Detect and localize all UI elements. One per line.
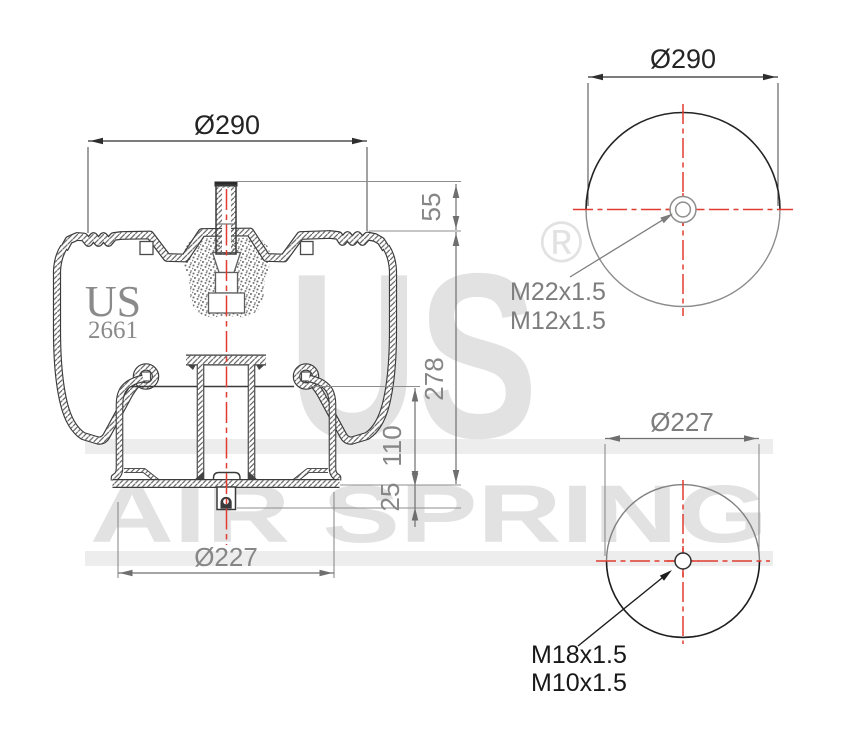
dim-label-bottom-view-diameter: Ø227 <box>650 407 714 437</box>
top-view-circle-lower <box>585 209 781 308</box>
dim-label-piston-height: 110 <box>377 425 407 466</box>
dim-label-top-diameter: Ø290 <box>194 110 260 140</box>
top-view: Ø290 M22x1.5 M12x1.5 <box>510 44 793 335</box>
dim-label-bottom-diameter: Ø227 <box>194 542 258 572</box>
watermark-bar-top <box>85 439 773 454</box>
dim-label-top-view-diameter: Ø290 <box>650 44 716 74</box>
plate-clip-right <box>299 240 314 256</box>
watermark: AIR SPRING US ® <box>85 210 773 566</box>
bottom-view: Ø227 M18x1.5 M10x1.5 <box>531 407 770 697</box>
thread-label-m18: M18x1.5 <box>531 641 627 669</box>
dim-label-overall-height: 278 <box>419 357 449 400</box>
top-view-thread-hole-inner <box>674 201 692 218</box>
flange-welds <box>187 364 265 370</box>
bottom-view-leader-line <box>577 570 671 647</box>
product-brand-label: US <box>85 277 141 326</box>
top-view-thread-hole-outer <box>669 195 697 224</box>
watermark-registered-icon: ® <box>540 210 583 275</box>
product-model-label: 2661 <box>88 317 138 344</box>
bottom-view-thread-hole <box>674 552 692 570</box>
bumper-bracket <box>207 251 246 314</box>
top-view-leader-line <box>569 214 672 278</box>
side-view: US 2661 Ø290 55 278 110 <box>57 110 461 578</box>
dim-label-stud-height: 55 <box>416 193 446 222</box>
plate-clip-left <box>139 240 154 256</box>
dim-label-boss-height: 25 <box>375 483 405 512</box>
watermark-bar-bottom <box>85 551 773 566</box>
bottom-view-circle-lower <box>605 560 761 639</box>
thread-label-m10: M10x1.5 <box>531 669 627 697</box>
side-view-dimensions: Ø290 55 278 110 25 Ø227 <box>87 110 461 578</box>
thread-label-m22: M22x1.5 <box>510 278 606 306</box>
watermark-us-text: US <box>288 224 538 487</box>
thread-label-m12: M12x1.5 <box>510 307 606 335</box>
